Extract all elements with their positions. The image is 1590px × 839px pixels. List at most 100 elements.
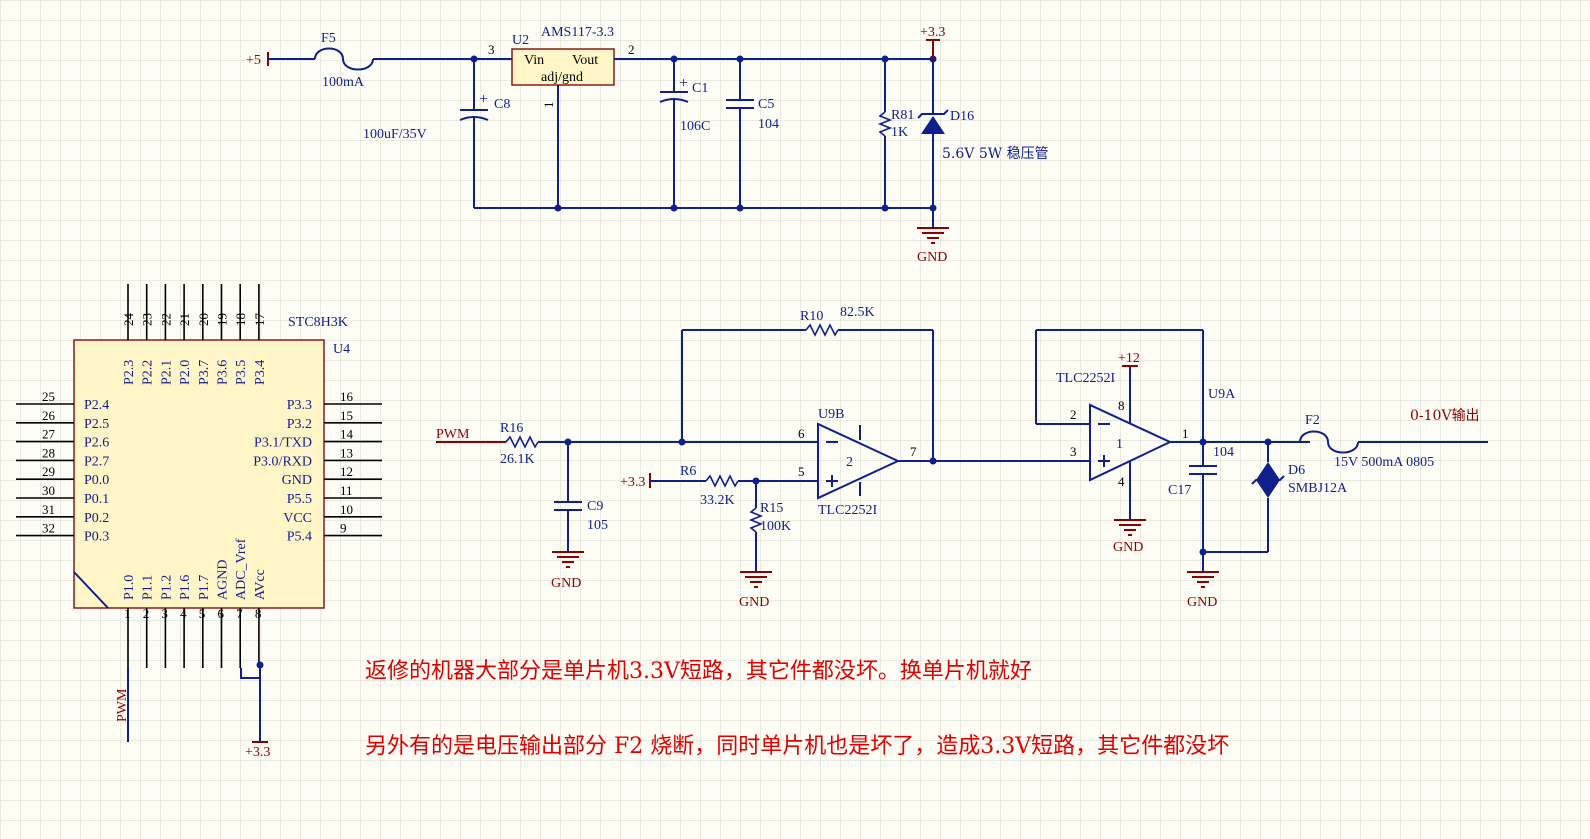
mcu-pin-name-8: AVcc xyxy=(253,569,268,600)
mcu-pin-num-31: 31 xyxy=(42,502,55,517)
tvs-d6 xyxy=(1256,462,1280,480)
svg-text:4: 4 xyxy=(1118,474,1125,489)
svg-text:2: 2 xyxy=(1070,407,1077,422)
plus12-label: +12 xyxy=(1118,351,1140,366)
mcu-pin-name-1: P1.0 xyxy=(122,575,137,600)
svg-text:adj/gnd: adj/gnd xyxy=(541,70,583,85)
gnd-top-label: GND xyxy=(917,250,947,265)
regulator-u2 xyxy=(511,48,615,86)
svg-text:Vout: Vout xyxy=(572,53,598,68)
mcu-pin-name-13: P3.0/RXD xyxy=(253,454,312,469)
c1-ref: C1 xyxy=(692,81,708,96)
gnd-u9a-label: GND xyxy=(1113,540,1143,555)
mcu-pin-name-6: AGND xyxy=(216,560,231,600)
plus33-mcu-label: +3.3 xyxy=(245,745,270,760)
d6-ref: D6 xyxy=(1288,463,1305,478)
mcu-pin-num-24: 24 xyxy=(121,313,136,327)
u2-part: AMS117-3.3 xyxy=(541,25,614,40)
svg-text:7: 7 xyxy=(910,444,917,459)
f5-value: 100mA xyxy=(322,75,365,90)
mcu-pin-num-22: 22 xyxy=(158,313,173,326)
mcu-pin-name-24: P2.3 xyxy=(122,360,137,385)
mcu-pin-num-19: 19 xyxy=(215,313,230,326)
d16-ref: D16 xyxy=(950,109,974,124)
mcu-pin-num-12: 12 xyxy=(340,464,353,479)
resistor-r6 xyxy=(705,474,739,488)
d16-value: 5.6V 5W 稳压管 xyxy=(942,146,1049,162)
r16-value: 26.1K xyxy=(500,452,535,467)
mcu-part: STC8H3K xyxy=(288,315,348,330)
mcu-pin-name-31: P0.2 xyxy=(84,511,109,526)
pwm-mcu-label: PWM xyxy=(115,688,130,722)
mcu-pin-num-9: 9 xyxy=(340,521,347,536)
mcu-pin-num-28: 28 xyxy=(42,445,55,460)
f2-value: 15V 500mA 0805 xyxy=(1334,455,1434,470)
mcu-pin-num-23: 23 xyxy=(140,313,155,326)
pwm-net-label: PWM xyxy=(436,427,470,442)
amplifier-section: PWM R16 26.1K C9 105 GND R10 82.5K +3.3 xyxy=(436,305,1488,610)
mcu-pin-num-8: 8 xyxy=(255,606,262,621)
zener-d16 xyxy=(921,116,945,134)
u9a-ref: U9A xyxy=(1208,387,1236,402)
r10-value: 82.5K xyxy=(840,305,875,320)
mcu-pin-name-3: P1.2 xyxy=(159,575,174,600)
mcu-pin-num-26: 26 xyxy=(42,408,56,423)
mcu-pin-num-11: 11 xyxy=(340,483,353,498)
gnd-symbol-r15 xyxy=(740,571,772,588)
svg-text:3: 3 xyxy=(488,42,495,57)
resistor-r16 xyxy=(505,435,539,449)
mcu-pin-name-9: P5.4 xyxy=(287,530,312,545)
mcu-pin-num-5: 5 xyxy=(199,606,206,621)
gnd-r15-label: GND xyxy=(739,595,769,610)
regulator-section: +5 F5 100mA + C8 100uF/35V U2 AMS117-3.3… xyxy=(246,25,1049,265)
mcu-pin-name-22: P2.1 xyxy=(159,360,174,385)
note-line-2: 另外有的是电压输出部分 F2 烧断，同时单片机也是坏了，造成3.3V短路，其它件… xyxy=(365,734,1229,759)
d6-value: SMBJ12A xyxy=(1288,481,1348,496)
mcu-pin-name-11: P5.5 xyxy=(287,492,312,507)
svg-text:Vin: Vin xyxy=(524,53,544,68)
mcu-pin-num-7: 7 xyxy=(236,606,243,621)
mcu-pin-num-18: 18 xyxy=(233,313,248,326)
resistor-r81 xyxy=(877,111,893,137)
fuse-f2 xyxy=(1299,430,1359,454)
mcu-pin-name-2: P1.1 xyxy=(141,575,156,600)
mcu-section: STC8H3K U4 24P2.323P2.222P2.121P2.020P3.… xyxy=(16,284,382,760)
u9b-ref: U9B xyxy=(818,407,844,422)
r15-value: 100K xyxy=(760,519,791,534)
mcu-pin-name-27: P2.6 xyxy=(84,436,109,451)
mcu-pin-name-23: P2.2 xyxy=(141,360,156,385)
svg-text:8: 8 xyxy=(1118,398,1125,413)
mcu-pin-name-29: P0.0 xyxy=(84,473,109,488)
mcu-u4 xyxy=(73,339,325,609)
gnd-c9-label: GND xyxy=(551,576,581,591)
mcu-pin-name-4: P1.6 xyxy=(178,575,193,600)
svg-text:+: + xyxy=(479,91,488,108)
plus33-r6-label: +3.3 xyxy=(620,475,645,490)
mcu-pin-num-21: 21 xyxy=(177,313,192,326)
svg-text:2: 2 xyxy=(846,455,853,470)
mcu-pin-num-30: 30 xyxy=(42,483,55,498)
r6-ref: R6 xyxy=(680,464,696,479)
svg-text:2: 2 xyxy=(628,42,635,57)
svg-text:1: 1 xyxy=(1116,437,1123,452)
plus33-top-label: +3.3 xyxy=(920,25,945,40)
r81-value: 1K xyxy=(891,125,908,140)
mcu-pin-num-29: 29 xyxy=(42,464,55,479)
f5-ref: F5 xyxy=(321,31,336,46)
note-line-1: 返修的机器大部分是单片机3.3V短路，其它件都没坏。换单片机就好 xyxy=(365,659,1032,684)
r81-ref: R81 xyxy=(891,108,914,123)
mcu-pin-name-28: P2.7 xyxy=(84,454,109,469)
c8-value: 100uF/35V xyxy=(363,127,427,142)
mcu-pin-num-3: 3 xyxy=(161,606,168,621)
gnd-symbol-u9a xyxy=(1114,519,1146,536)
u9b-part: TLC2252I xyxy=(818,503,877,518)
svg-text:1: 1 xyxy=(1182,426,1189,441)
mcu-pin-name-25: P2.4 xyxy=(84,398,109,413)
svg-text:+: + xyxy=(679,75,688,92)
mcu-pin-name-21: P2.0 xyxy=(178,360,193,385)
mcu-pin-name-18: P3.5 xyxy=(234,360,249,385)
mcu-pin-num-17: 17 xyxy=(252,313,267,327)
mcu-pin-num-27: 27 xyxy=(42,427,56,442)
mcu-pins: 24P2.323P2.222P2.121P2.020P3.719P3.618P3… xyxy=(16,284,382,668)
mcu-pin-num-2: 2 xyxy=(143,606,150,621)
